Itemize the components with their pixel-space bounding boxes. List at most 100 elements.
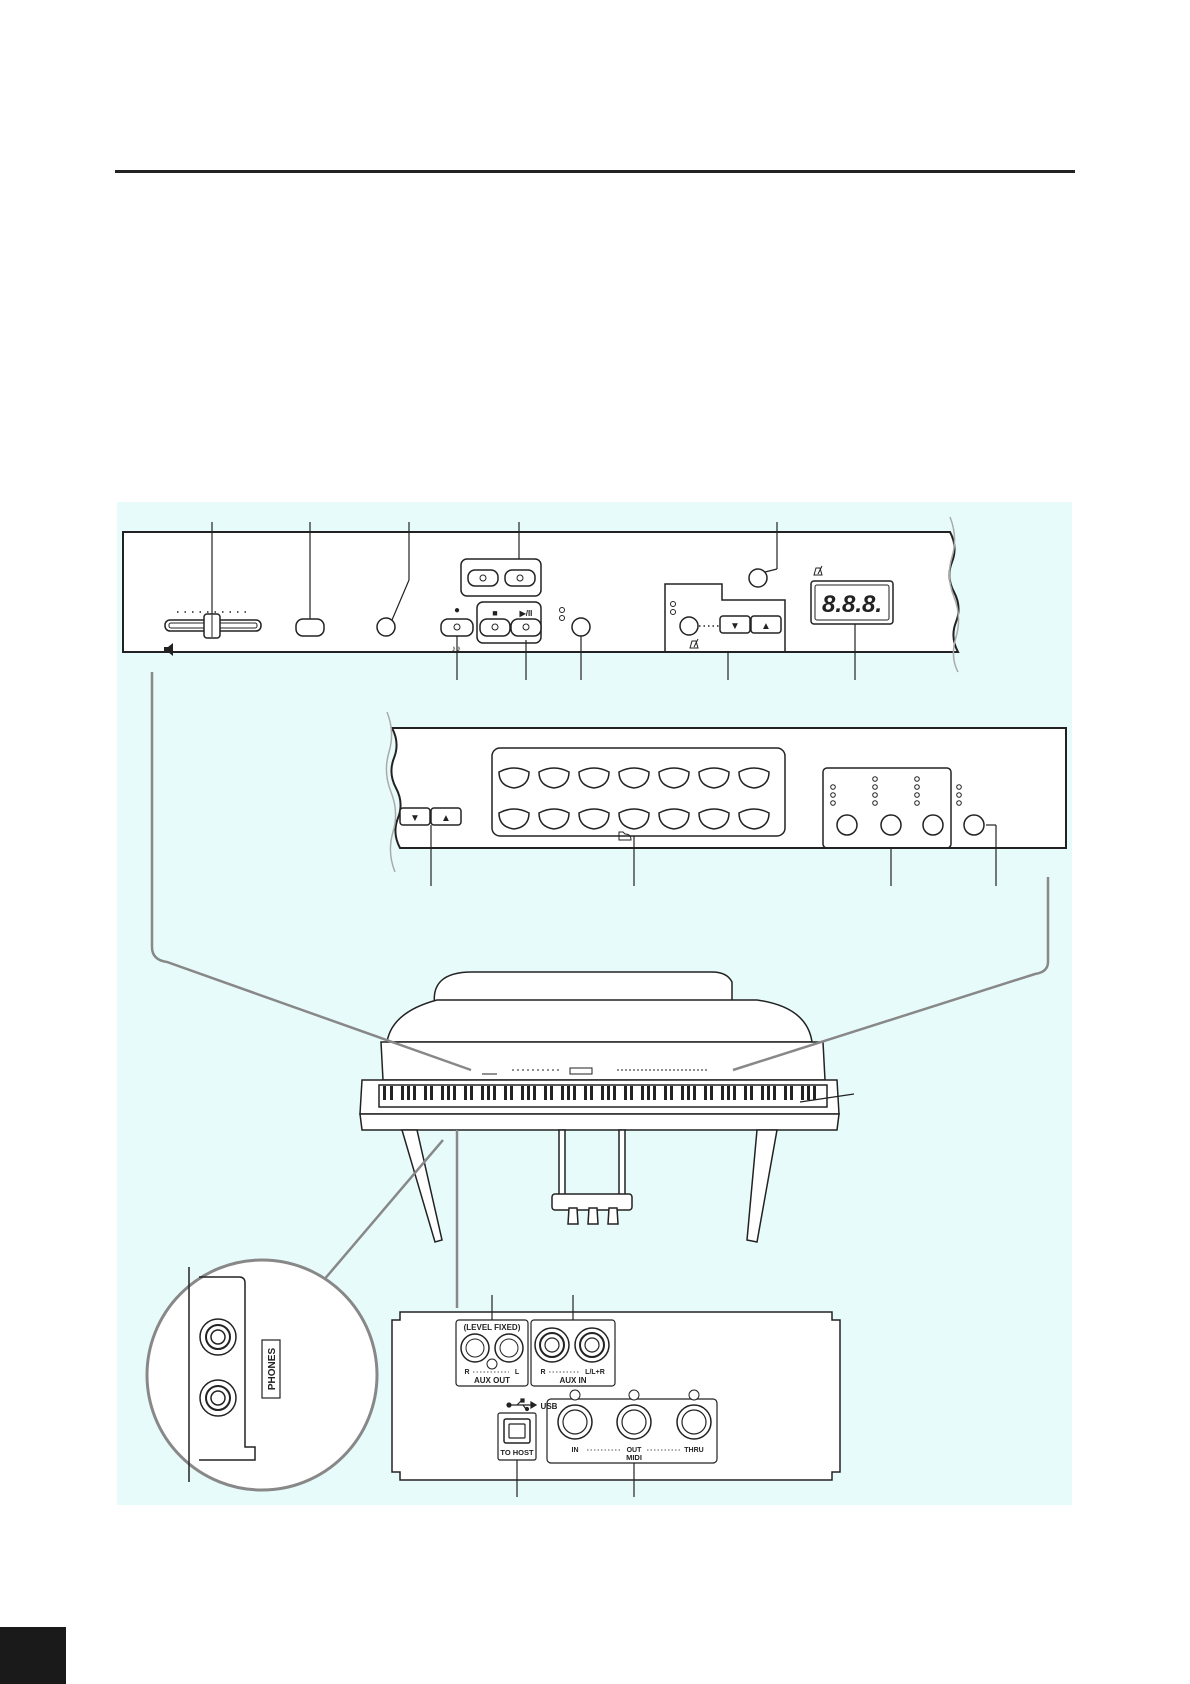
voice-button[interactable]: [618, 767, 650, 789]
voice-button[interactable]: [538, 767, 570, 789]
panel-diagram: ● ♪♪ ■ ▶/II ▼ ▲: [117, 502, 1072, 1505]
voice-button[interactable]: [738, 767, 770, 789]
aux-out-r-label: R: [464, 1369, 469, 1376]
aux-in-r-label: R: [540, 1369, 545, 1376]
midi-in-port[interactable]: [557, 1404, 593, 1440]
tempo-frame: [664, 583, 786, 653]
metronome-icon: [813, 565, 823, 576]
phones-label: PHONES: [267, 1348, 278, 1391]
stop-button[interactable]: [479, 618, 511, 637]
split-button[interactable]: [963, 814, 985, 836]
callout-leaders-rear: [491, 1295, 635, 1497]
grand-piano-illustration: [359, 971, 840, 1243]
phones-jack[interactable]: [199, 1318, 237, 1356]
aux-out-level-label: (LEVEL FIXED): [464, 1323, 521, 1332]
aux-out-r-jack[interactable]: [460, 1333, 490, 1363]
voice-button[interactable]: [698, 808, 730, 830]
effect-frame: [822, 767, 952, 849]
voice-button[interactable]: [618, 808, 650, 830]
demo-button[interactable]: [376, 617, 396, 637]
usb-icon: [506, 1398, 538, 1412]
metronome-icon: [689, 638, 699, 649]
led-display: [810, 580, 894, 625]
piano-button[interactable]: [295, 618, 325, 637]
top-control-panel: ● ♪♪ ■ ▶/II ▼ ▲: [122, 516, 960, 673]
voice-button[interactable]: [498, 808, 530, 830]
midi-thru-port[interactable]: [676, 1404, 712, 1440]
screw-icon: [486, 1358, 498, 1370]
phones-detail: PHONES: [145, 1258, 379, 1492]
midi-in-label: IN: [572, 1447, 579, 1454]
svg-text:▼: ▼: [410, 813, 420, 824]
voice-buttons: [498, 767, 770, 830]
rec-button[interactable]: [440, 618, 474, 637]
tempo-button[interactable]: [679, 616, 699, 636]
led: [670, 609, 676, 615]
rec-symbol: ●: [454, 605, 460, 616]
tempo-up-button[interactable]: [750, 615, 782, 634]
play-pause-symbol: ▶/II: [519, 609, 533, 618]
panel-diagram-svg: ● ♪♪ ■ ▶/II ▼ ▲: [122, 516, 1067, 1497]
aux-out-label: AUX OUT: [474, 1376, 510, 1385]
voice-button[interactable]: [658, 808, 690, 830]
page-number-tab: [0, 1627, 66, 1684]
led: [559, 607, 565, 613]
led: [559, 615, 565, 621]
svg-text:♪♪: ♪♪: [451, 644, 461, 655]
aux-in-r-jack[interactable]: [534, 1327, 570, 1363]
usb-to-host-port[interactable]: [503, 1418, 531, 1444]
phones-jack[interactable]: [199, 1379, 237, 1417]
aux-out-l-jack[interactable]: [494, 1333, 524, 1363]
display-digits: 8.8.8.: [822, 591, 882, 618]
callout-leaders-voice: [430, 824, 997, 886]
aux-in-l-label: L/L+R: [585, 1369, 605, 1376]
voice-button[interactable]: [498, 767, 530, 789]
midi-out-port[interactable]: [616, 1404, 652, 1440]
cabinet-controls: [482, 1067, 707, 1075]
voice-button[interactable]: [578, 767, 610, 789]
midi-out-label: OUT: [627, 1447, 643, 1454]
usb-label: USB: [541, 1402, 558, 1411]
voice-button[interactable]: [738, 808, 770, 830]
track-2-button[interactable]: [504, 569, 536, 587]
svg-text:▲: ▲: [441, 813, 451, 824]
variation-up-button[interactable]: [430, 807, 462, 826]
voice-button[interactable]: [658, 767, 690, 789]
reverb-button[interactable]: [836, 814, 858, 836]
midi-thru-label: THRU: [684, 1447, 703, 1454]
track-buttons-frame: [460, 558, 542, 597]
stop-symbol: ■: [492, 608, 497, 618]
tempo-down-button[interactable]: [719, 615, 751, 634]
speaker-icon: [164, 643, 173, 656]
callout-leader: [799, 1093, 855, 1103]
voice-button[interactable]: [698, 767, 730, 789]
transpose-button[interactable]: [748, 568, 768, 588]
notes-icon: ♪♪: [451, 644, 461, 655]
play-pause-button[interactable]: [510, 618, 542, 637]
svg-text:▲: ▲: [761, 621, 771, 632]
voice-buttons-frame: [491, 747, 786, 837]
rear-connector-panel: (LEVEL FIXED) R L AUX OUT R L/L+R AUX IN: [391, 1311, 841, 1481]
chorus-button[interactable]: [880, 814, 902, 836]
grand-piano-icon: [618, 831, 632, 841]
callout-leaders-top: [211, 522, 856, 680]
midi-label: MIDI: [626, 1453, 642, 1462]
variation-down-button[interactable]: [399, 807, 431, 826]
aux-in-l-jack[interactable]: [574, 1327, 610, 1363]
piano-keys: [383, 1086, 816, 1100]
aux-in-label: AUX IN: [559, 1376, 586, 1385]
panel-connector-lines: [150, 672, 1050, 1309]
to-host-label: TO HOST: [500, 1448, 534, 1457]
voice-button[interactable]: [538, 808, 570, 830]
led: [670, 601, 676, 607]
track-1-button[interactable]: [467, 569, 499, 587]
metronome-button[interactable]: [571, 617, 591, 637]
brilliance-button[interactable]: [922, 814, 944, 836]
voice-button[interactable]: [578, 808, 610, 830]
song-buttons-frame: [476, 601, 542, 644]
svg-text:▼: ▼: [730, 621, 740, 632]
section-rule: [115, 170, 1075, 173]
aux-out-l-label: L: [515, 1369, 520, 1376]
effect-leds: [830, 776, 962, 806]
pedals: [567, 1207, 619, 1225]
